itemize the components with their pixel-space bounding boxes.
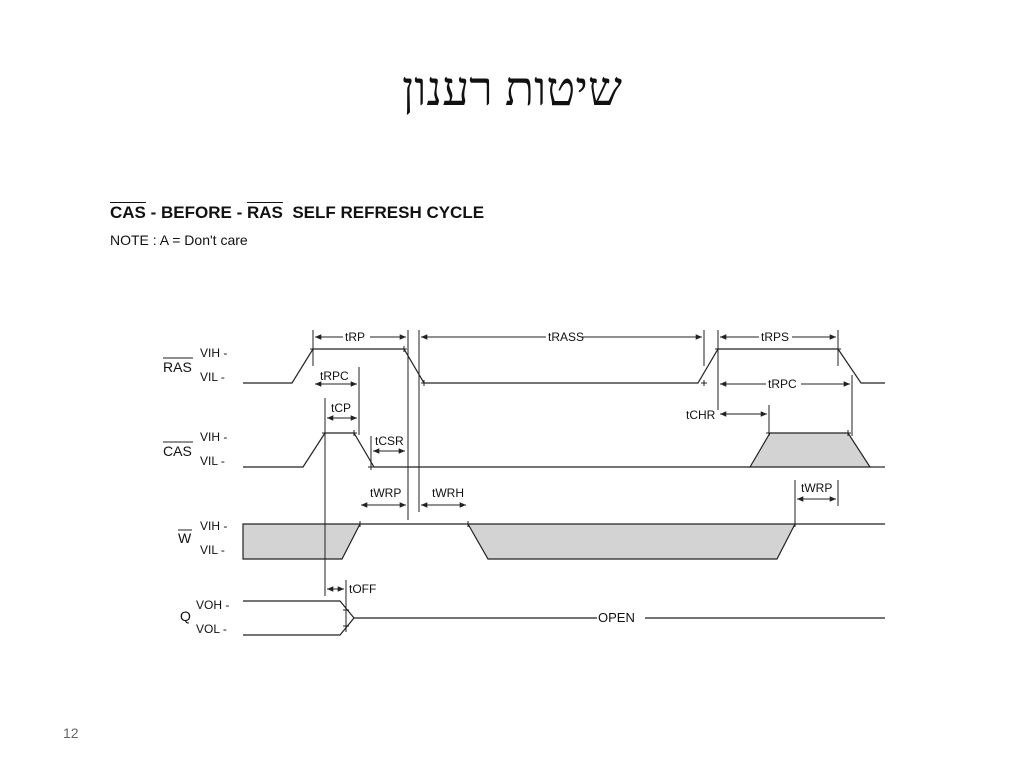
timing-twrp-1-label: tWRP: [370, 486, 401, 500]
timing-trps: tRPS: [720, 330, 836, 344]
diagram-note: NOTE : A = Don't care: [110, 232, 248, 248]
timing-trpc-2: tRPC: [720, 377, 850, 391]
timing-trass: tRASS: [421, 330, 702, 344]
q-vol-label: VOL -: [196, 622, 227, 636]
heading-cas: CAS: [110, 203, 146, 222]
cas-waveform: [243, 432, 750, 468]
timing-tchr-label: tCHR: [686, 408, 716, 422]
cas-vih-label: VIH -: [200, 430, 227, 444]
signal-ras-label: RAS: [163, 359, 192, 375]
q-waveform-high: [243, 600, 355, 619]
slide-title: שיטות רענון: [402, 63, 622, 116]
q-waveform-low: [243, 617, 355, 636]
timing-tcp-label: tCP: [331, 401, 351, 415]
reference-lines: [312, 330, 853, 632]
timing-trp-label: tRP: [345, 330, 365, 344]
timing-trpc-2-label: tRPC: [768, 377, 797, 391]
timing-trpc-1: tRPC: [315, 369, 357, 387]
timing-twrp-2-label: tWRP: [801, 481, 832, 495]
w-dont-care-region-2: [466, 523, 796, 560]
ras-vih-label: VIH -: [200, 346, 227, 360]
timing-toff: tOFF: [327, 582, 376, 596]
timing-tcp: tCP: [327, 401, 357, 421]
timing-twrp-2: tWRP: [797, 481, 836, 502]
timing-trass-label: tRASS: [548, 330, 584, 344]
heading-cycle: SELF REFRESH CYCLE: [282, 203, 485, 222]
transition-ticks: [310, 346, 851, 629]
ras-waveform: [243, 348, 885, 384]
heading-before: - BEFORE -: [145, 203, 247, 222]
w-vih-label: VIH -: [200, 519, 227, 533]
diagram-heading: CAS - BEFORE - RAS SELF REFRESH CYCLE: [110, 203, 484, 223]
timing-tcsr: tCSR: [373, 434, 405, 454]
timing-tcsr-label: tCSR: [375, 434, 404, 448]
timing-twrh: tWRH: [421, 486, 466, 508]
cas-dont-care-region: [748, 432, 872, 468]
signal-w-label: W: [178, 530, 192, 546]
timing-twrh-label: tWRH: [432, 486, 464, 500]
timing-toff-label: tOFF: [349, 582, 376, 596]
signal-cas-label: CAS: [163, 443, 192, 459]
signal-q-label: Q: [180, 608, 191, 624]
timing-trps-label: tRPS: [761, 330, 789, 344]
w-dont-care-region-1: [242, 523, 361, 560]
slide-number: 12: [63, 725, 79, 741]
w-vil-label: VIL -: [200, 543, 225, 557]
timing-twrp-1: tWRP: [361, 486, 406, 508]
ras-vil-label: VIL -: [200, 370, 225, 384]
cas-vil-label: VIL -: [200, 454, 225, 468]
timing-tchr: tCHR: [686, 408, 767, 422]
timing-trpc-1-label: tRPC: [320, 369, 349, 383]
q-open-label: OPEN: [598, 610, 635, 625]
q-voh-label: VOH -: [196, 598, 229, 612]
heading-ras: RAS: [246, 203, 283, 222]
timing-trp: tRP: [315, 330, 406, 344]
